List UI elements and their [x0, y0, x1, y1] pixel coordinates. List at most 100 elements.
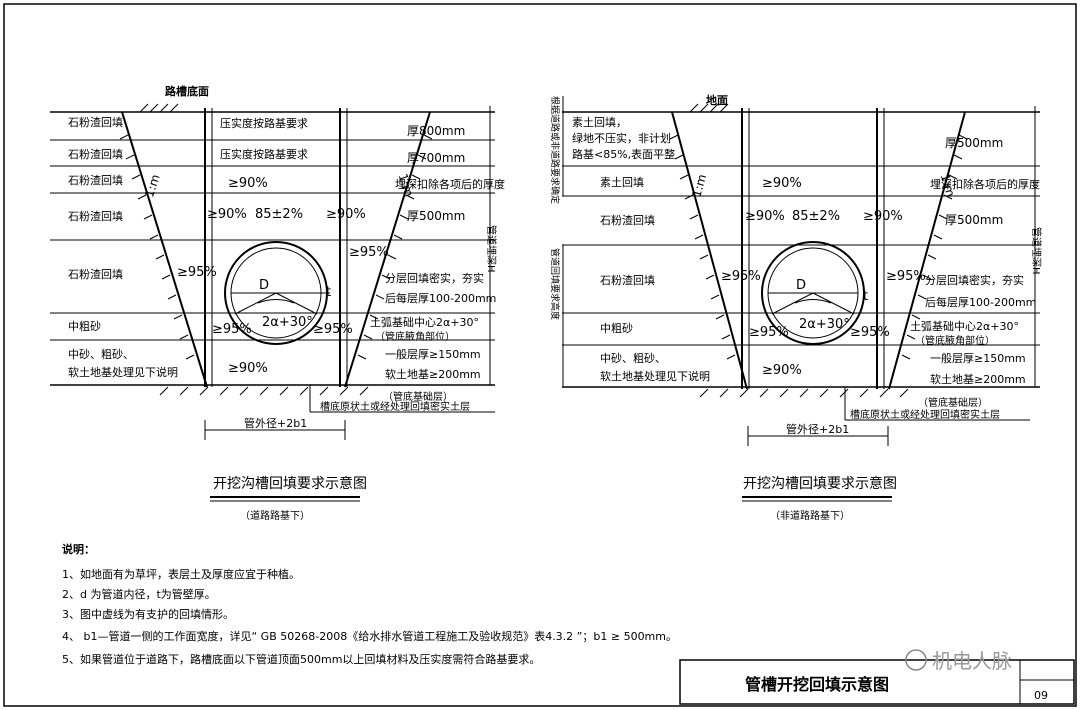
watermark: 机电人脉: [932, 649, 1012, 673]
left-pipe-t: t: [326, 285, 331, 300]
left-layer-2: 石粉渣回填: [68, 147, 123, 161]
right-note-7: （管底基础层）: [918, 396, 988, 409]
right-width-label: 管外径+2b1: [786, 422, 849, 436]
left-val-haunch-r: ≥95%: [313, 322, 353, 337]
left-note-4: （管底腋角部位）: [375, 330, 455, 343]
left-val-sr2: ≥95%: [349, 245, 389, 260]
notes-item-2: 2、d 为管道内径，t为管壁厚。: [62, 587, 216, 601]
right-layer-8: 中砂、粗砂、: [600, 352, 666, 365]
right-slope-r: 1:m: [938, 172, 958, 198]
right-val-haunch-r: ≥95%: [850, 325, 890, 340]
left-slope-r: 1:m: [396, 172, 417, 199]
left-diagram: [50, 103, 495, 502]
left-val-bottom: ≥90%: [228, 361, 268, 376]
left-thk-3: 埋深扣除各项后的厚度: [395, 177, 505, 191]
left-depth: 管道埋深H: [485, 225, 498, 273]
left-layer-4: 石粉渣回填: [68, 209, 123, 223]
right-note-5: 一般层厚≥150mm: [930, 352, 1026, 365]
left-note-1: 分层回填密实，夯实: [385, 271, 484, 285]
right-depth: 管道埋深H: [1030, 227, 1043, 275]
right-vert-bottom: 管道回填要求高度: [549, 248, 561, 320]
right-val-side-left: ≥90%: [745, 209, 785, 224]
right-note-3: 土弧基础中心2α+30°: [910, 319, 1019, 333]
right-ground-label: 地面: [706, 93, 728, 107]
right-bottom-label: 槽底原状土或经处理回填密实土层: [850, 408, 1000, 421]
left-note-5: 一般层厚≥150mm: [385, 348, 481, 361]
left-title: 开挖沟槽回填要求示意图: [213, 475, 367, 492]
right-thk-1: 厚500mm: [945, 136, 1003, 150]
notes-heading: 说明：: [62, 542, 95, 556]
right-val-top: ≥90%: [762, 176, 802, 191]
left-subtitle: （道路路基下）: [240, 509, 310, 522]
right-layer-7: 中粗砂: [600, 322, 633, 335]
right-layer-4: 素土回填: [600, 175, 644, 189]
right-vert-top: 根据道路或非道路要求确定: [549, 96, 561, 204]
right-note-1: 分层回填密实，夯实: [925, 273, 1024, 287]
right-angle: 2α+30°: [799, 317, 850, 332]
left-ground-label: 路槽底面: [165, 84, 209, 98]
left-angle: 2α+30°: [262, 315, 313, 330]
right-title: 开挖沟槽回填要求示意图: [743, 475, 897, 492]
left-layer-8: 软土地基处理见下说明: [68, 365, 178, 379]
title-block-title: 管槽开挖回填示意图: [745, 675, 889, 694]
left-val-side-right: ≥90%: [326, 207, 366, 222]
left-compaction-2: 压实度按路基要求: [220, 147, 308, 161]
right-val-mid: 85±2%: [792, 209, 840, 224]
right-layer-3: 路基<85%,表面平整: [572, 147, 675, 161]
wechat-icon: [905, 649, 927, 671]
right-val-side-right: ≥90%: [863, 209, 903, 224]
left-compaction-1: 压实度按路基要求: [220, 116, 308, 130]
left-note-2: 后每层厚100-200mm: [385, 291, 496, 305]
right-pipe-d: D: [796, 278, 806, 293]
left-thk-4: 厚500mm: [407, 209, 465, 223]
right-val-haunch-l: ≥95%: [749, 325, 789, 340]
right-layer-1: 素土回填，: [572, 115, 627, 129]
right-subtitle: （非道路路基下）: [770, 509, 850, 522]
right-thk-3: 厚500mm: [945, 213, 1003, 227]
right-val-bottom: ≥90%: [762, 363, 802, 378]
left-thk-1: 厚800mm: [407, 124, 465, 138]
notes-item-1: 1、如地面有为草坪，表层土及厚度应宜于种植。: [62, 567, 300, 581]
left-note-6: 软土地基≥200mm: [385, 367, 481, 381]
page-number: 09: [1034, 689, 1048, 702]
left-layer-7: 中砂、粗砂、: [68, 348, 134, 361]
title-block: 管槽开挖回填示意图 09 机电人脉: [679, 649, 1075, 705]
left-width-label: 管外径+2b1: [244, 416, 307, 430]
left-val-top: ≥90%: [228, 176, 268, 191]
notes-block: 说明： 1、如地面有为草坪，表层土及厚度应宜于种植。 2、d 为管道内径，t为管…: [62, 542, 677, 666]
right-note-2: 后每层厚100-200mm: [925, 295, 1036, 309]
right-thk-2: 埋深扣除各项后的厚度: [930, 177, 1040, 191]
left-layer-3: 石粉渣回填: [68, 173, 123, 187]
left-note-7: （管底基础层）: [383, 390, 453, 403]
left-layer-5: 石粉渣回填: [68, 267, 123, 281]
sheet-border: [3, 3, 1077, 707]
right-slope-l: 1:m: [689, 173, 709, 199]
right-note-4: （管底腋角部位）: [915, 334, 995, 347]
right-layer-2: 绿地不压实，非计划: [572, 131, 671, 145]
left-pipe-d: D: [259, 278, 269, 293]
right-layer-9: 软土地基处理见下说明: [600, 369, 710, 383]
left-layer-6: 中粗砂: [68, 320, 101, 333]
right-layer-6: 石粉渣回填: [600, 273, 655, 287]
left-labels: 路槽底面 石粉渣回填 石粉渣回填 石粉渣回填 石粉渣回填 石粉渣回填 中粗砂 中…: [68, 84, 505, 522]
left-val-side-left: ≥90%: [207, 207, 247, 222]
right-val-sl2: ≥95%: [721, 269, 761, 284]
notes-item-5: 5、如果管道位于道路下，路槽底面以下管道顶面500mm以上回填材料及压实度需符合…: [62, 652, 540, 666]
right-diagram: [562, 96, 1040, 502]
left-bottom-label: 槽底原状土或经处理回填密实土层: [320, 400, 470, 413]
right-val-sr2: ≥95%: [886, 269, 926, 284]
right-pipe-t: t: [863, 289, 868, 304]
right-labels: 地面 素土回填， 绿地不压实，非计划 路基<85%,表面平整 素土回填 石粉渣回…: [549, 93, 1043, 522]
left-layer-1: 石粉渣回填: [68, 115, 123, 129]
left-val-mid: 85±2%: [255, 207, 303, 222]
right-layer-5: 石粉渣回填: [600, 213, 655, 227]
left-note-3: 土弧基础中心2α+30°: [370, 315, 479, 329]
left-slope-l: 1:m: [142, 173, 163, 200]
right-note-6: 软土地基≥200mm: [930, 372, 1026, 386]
left-val-haunch-l: ≥95%: [212, 322, 252, 337]
left-thk-2: 厚700mm: [407, 151, 465, 165]
notes-item-3: 3、图中虚线为有支护的回填情形。: [62, 607, 234, 621]
notes-item-4: 4、 b1—管道一侧的工作面宽度，详见“ GB 50268-2008《给水排水管…: [62, 629, 677, 643]
